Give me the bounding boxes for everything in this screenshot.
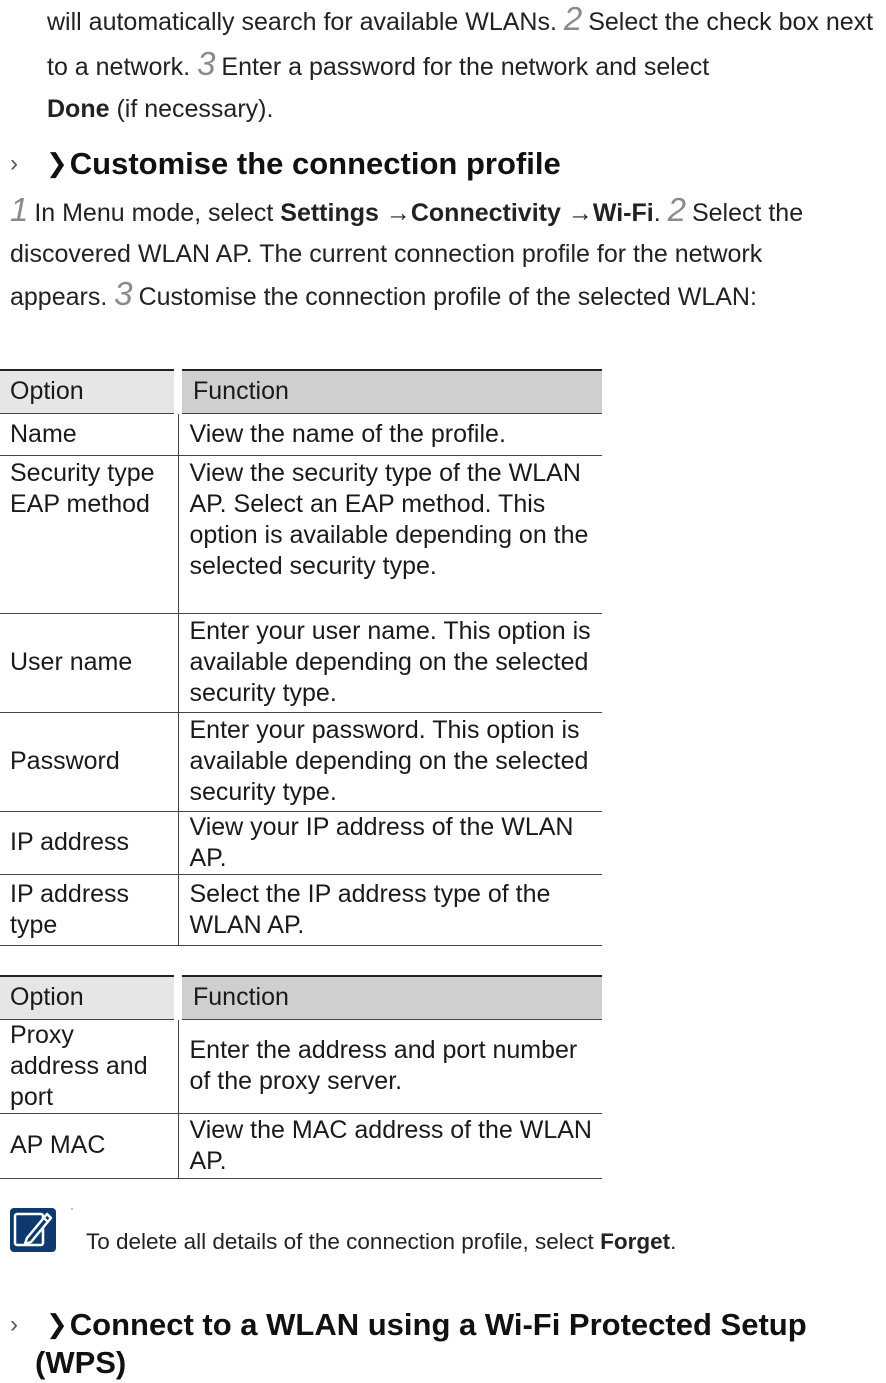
step-number-2: 2 bbox=[667, 191, 686, 228]
header-function: Function bbox=[178, 975, 602, 1020]
option-cell: IP address bbox=[0, 811, 179, 875]
section-title-line2: (WPS) bbox=[35, 1345, 127, 1380]
function-cell: Enter the address and port number of the… bbox=[178, 1019, 602, 1114]
table-row: User name Enter your user name. This opt… bbox=[0, 613, 602, 713]
done-label: Done bbox=[47, 95, 110, 123]
intro-text-d: (if necessary). bbox=[116, 95, 274, 123]
note-pencil-icon bbox=[10, 1208, 56, 1252]
function-cell: Enter your user name. This option is ava… bbox=[178, 613, 602, 713]
period: . bbox=[670, 1229, 677, 1254]
step-number-1: 1 bbox=[10, 191, 28, 228]
intro-paragraph: will automatically search for available … bbox=[47, 0, 886, 130]
option-cell: Proxy address and port bbox=[0, 1019, 179, 1114]
table-header-row: Option Function bbox=[0, 975, 602, 1020]
forget-label: Forget bbox=[600, 1229, 671, 1254]
header-option: Option bbox=[0, 369, 182, 414]
chevron-bold-icon: ❯ bbox=[46, 148, 68, 178]
intro-text-a: will automatically search for available … bbox=[47, 8, 557, 36]
option-cell: Name bbox=[0, 413, 179, 456]
step3-text: Customise the connection profile of the … bbox=[138, 283, 757, 311]
option-cell: IP address type bbox=[0, 874, 179, 946]
note-body: To delete all details of the connection … bbox=[86, 1229, 594, 1254]
header-function: Function bbox=[178, 369, 602, 414]
note-text: To delete all details of the connection … bbox=[86, 1228, 676, 1256]
wifi-label: Wi-Fi bbox=[592, 199, 654, 227]
table-row: AP MAC View the MAC address of the WLAN … bbox=[0, 1113, 602, 1179]
function-cell: View the security type of the WLAN AP. S… bbox=[178, 455, 602, 614]
divider-dot bbox=[71, 1208, 73, 1210]
arrow-icon: → bbox=[567, 199, 593, 227]
step1-text: In Menu mode, select bbox=[34, 199, 274, 227]
table-row: Name View the name of the profile. bbox=[0, 413, 602, 456]
arrow-icon: → bbox=[385, 199, 411, 227]
section-title-line1: Connect to a WLAN using a Wi-Fi Protecte… bbox=[69, 1307, 807, 1342]
chevron-small-icon: › bbox=[10, 1311, 18, 1338]
period: . bbox=[653, 199, 661, 227]
section-title: Customise the connection profile bbox=[69, 146, 561, 181]
option-cell: User name bbox=[0, 613, 179, 713]
options-table-1: Option Function Name View the name of th… bbox=[0, 369, 602, 946]
connectivity-label: Connectivity bbox=[410, 199, 561, 227]
section-heading-wps: › ❯Connect to a WLAN using a Wi-Fi Protec… bbox=[10, 1305, 870, 1382]
option-cell: AP MAC bbox=[0, 1113, 179, 1179]
intro-text-b: Select the check box next to a network. bbox=[47, 8, 874, 81]
table-row: IP address type Select the IP address ty… bbox=[0, 874, 602, 946]
chevron-bold-icon: ❯ bbox=[46, 1309, 68, 1339]
function-cell: View the MAC address of the WLAN AP. bbox=[178, 1113, 602, 1179]
header-option: Option bbox=[0, 975, 182, 1020]
table-row: Security type EAP method View the securi… bbox=[0, 455, 602, 614]
option-cell: Security type EAP method bbox=[0, 455, 179, 614]
intro-text-c: Enter a password for the network and sel… bbox=[221, 53, 710, 81]
section-heading-customise: › ❯Customise the connection profile bbox=[10, 144, 561, 183]
option-cell: Password bbox=[0, 712, 179, 812]
function-cell: Select the IP address type of the WLAN A… bbox=[178, 874, 602, 946]
function-cell: View your IP address of the WLAN AP. bbox=[178, 811, 602, 875]
step2-text: Select the discovered WLAN AP. The curre… bbox=[10, 199, 804, 311]
table-header-row: Option Function bbox=[0, 369, 602, 414]
options-table-2: Option Function Proxy address and port E… bbox=[0, 975, 602, 1179]
table-row: Proxy address and port Enter the address… bbox=[0, 1019, 602, 1114]
settings-label: Settings bbox=[280, 199, 379, 227]
step-number-3: 3 bbox=[197, 45, 215, 82]
table-row: IP address View your IP address of the W… bbox=[0, 811, 602, 875]
chevron-small-icon: › bbox=[10, 150, 18, 177]
function-cell: Enter your password. This option is avai… bbox=[178, 712, 602, 812]
function-cell: View the name of the profile. bbox=[178, 413, 602, 456]
step-number-3: 3 bbox=[114, 275, 132, 312]
table-row: Password Enter your password. This optio… bbox=[0, 712, 602, 812]
steps-paragraph: 1 In Menu mode, select Settings →Connect… bbox=[10, 190, 860, 318]
step-number-2: 2 bbox=[563, 0, 582, 37]
